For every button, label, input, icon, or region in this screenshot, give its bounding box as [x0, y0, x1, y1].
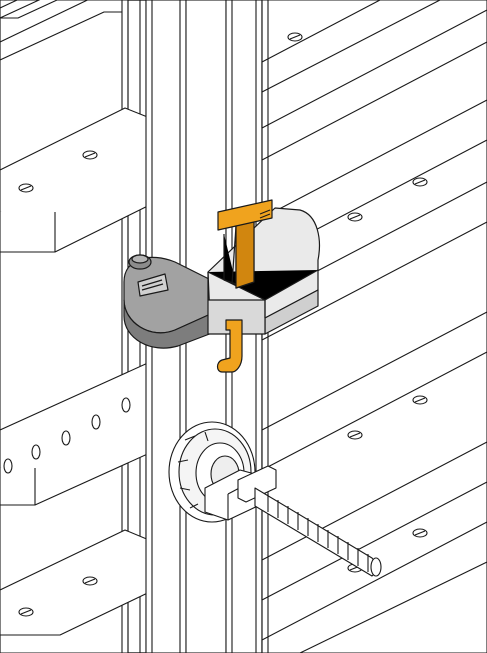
- left-rib-3: [0, 361, 186, 506]
- formwork-panel-left: [0, 0, 186, 653]
- clamp-gray-jaw: [123, 254, 221, 349]
- clamp-wedge: [216, 199, 273, 373]
- formwork-panel-right: [261, 0, 487, 653]
- panel-clamp: [123, 199, 321, 373]
- tie-rod: [254, 487, 382, 577]
- tie-rod-assembly: [168, 421, 382, 577]
- left-rib-1: [0, 0, 122, 61]
- left-rib-top: [0, 0, 89, 43]
- tie-nut: [204, 465, 277, 521]
